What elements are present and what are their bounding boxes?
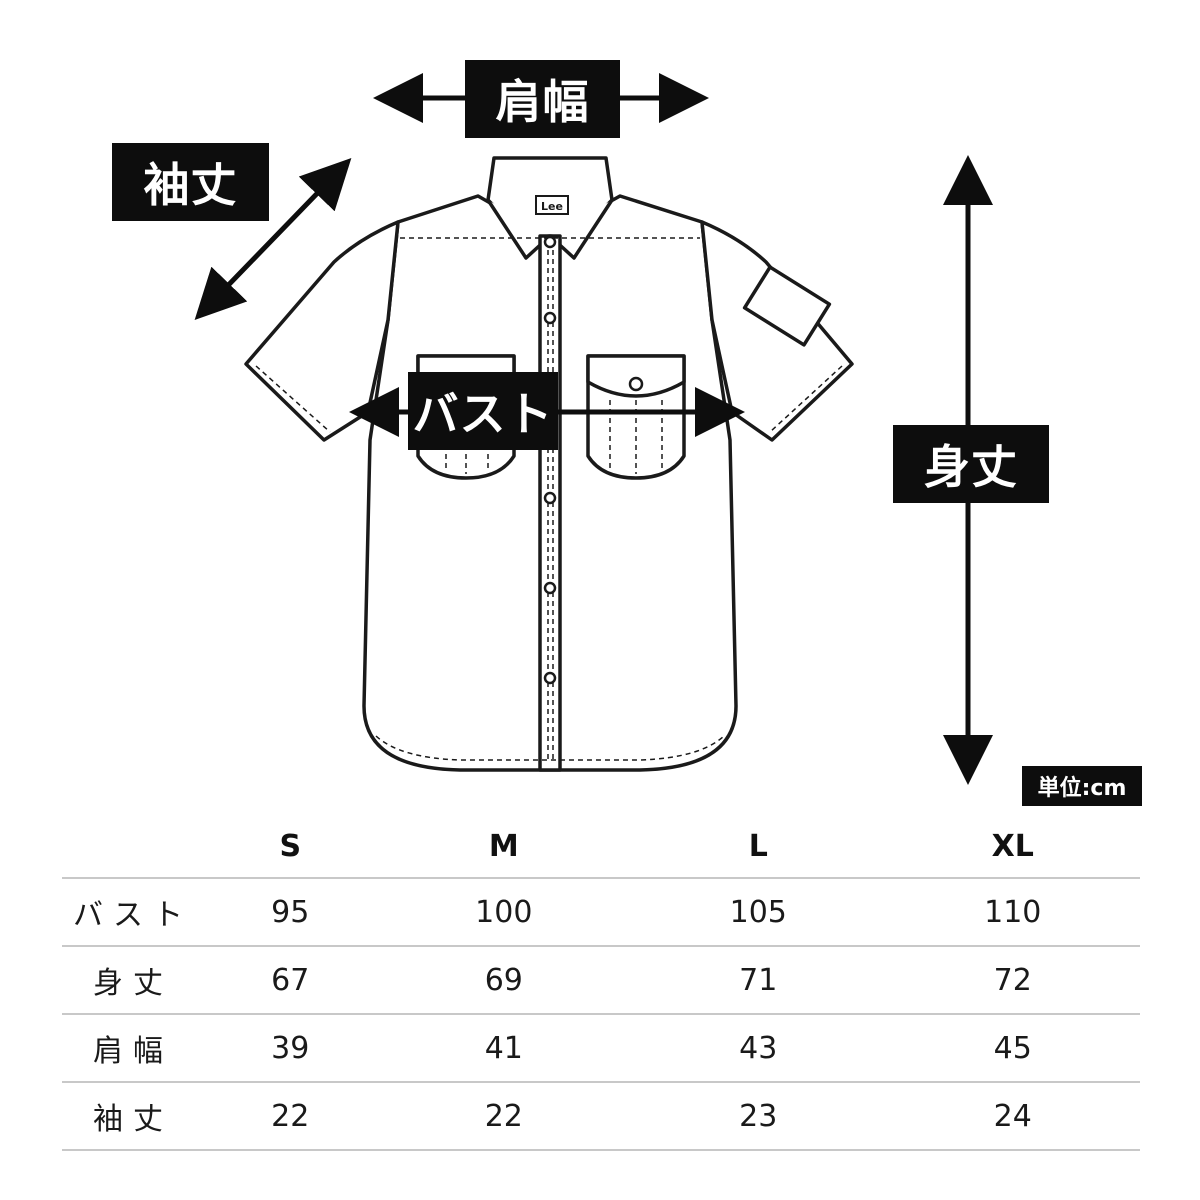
- table-cell: 69: [376, 945, 632, 1014]
- table-cell: 22: [376, 1081, 632, 1151]
- table-row: 肩幅 39 41 43 45: [62, 1013, 1140, 1082]
- table-cell: 105: [631, 877, 886, 946]
- table-cell: 22: [204, 1081, 377, 1151]
- sodetake-label: 袖丈: [112, 143, 269, 221]
- size-diagram: Lee 肩幅 袖丈 バスト 身丈 単位:cm: [112, 60, 1142, 806]
- katahaba-label: 肩幅: [465, 60, 620, 138]
- brand-tag-text: Lee: [541, 200, 563, 213]
- table-corner: [62, 815, 204, 878]
- column-header-l: L: [748, 828, 768, 864]
- table-row: 袖丈 22 22 23 24: [62, 1081, 1140, 1151]
- column-header-xl: XL: [991, 828, 1034, 864]
- brand-tag: [535, 195, 569, 215]
- size-table: S M L XL バスト 95 100 105 110 身丈 67 69 71 …: [62, 815, 1140, 1151]
- row-label-sodetake: 袖丈: [62, 1081, 204, 1151]
- mitake-label: 身丈: [893, 425, 1049, 503]
- row-label-mitake: 身丈: [62, 945, 204, 1014]
- table-cell: 39: [204, 1013, 377, 1082]
- column-header-s: S: [279, 828, 302, 864]
- table-cell: 23: [631, 1081, 886, 1151]
- table-cell: 95: [204, 877, 377, 946]
- table-cell: 110: [885, 877, 1140, 946]
- row-label-bust: バスト: [62, 877, 204, 946]
- table-cell: 67: [204, 945, 377, 1014]
- row-label-katahaba: 肩幅: [62, 1013, 204, 1082]
- table-cell: 43: [631, 1013, 886, 1082]
- table-row: 身丈 67 69 71 72: [62, 945, 1140, 1014]
- sodetake-arrow-icon: [194, 158, 352, 320]
- column-header-m: M: [488, 828, 519, 864]
- table-cell: 24: [885, 1081, 1140, 1151]
- table-cell: 100: [376, 877, 632, 946]
- table-cell: 71: [631, 945, 886, 1014]
- bust-label: バスト: [408, 372, 558, 450]
- table-cell: 72: [885, 945, 1140, 1014]
- table-row: バスト 95 100 105 110: [62, 877, 1140, 946]
- table-header-row: S M L XL: [62, 815, 1140, 878]
- table-cell: 45: [885, 1013, 1140, 1082]
- unit-badge: 単位:cm: [1022, 766, 1142, 806]
- table-cell: 41: [376, 1013, 632, 1082]
